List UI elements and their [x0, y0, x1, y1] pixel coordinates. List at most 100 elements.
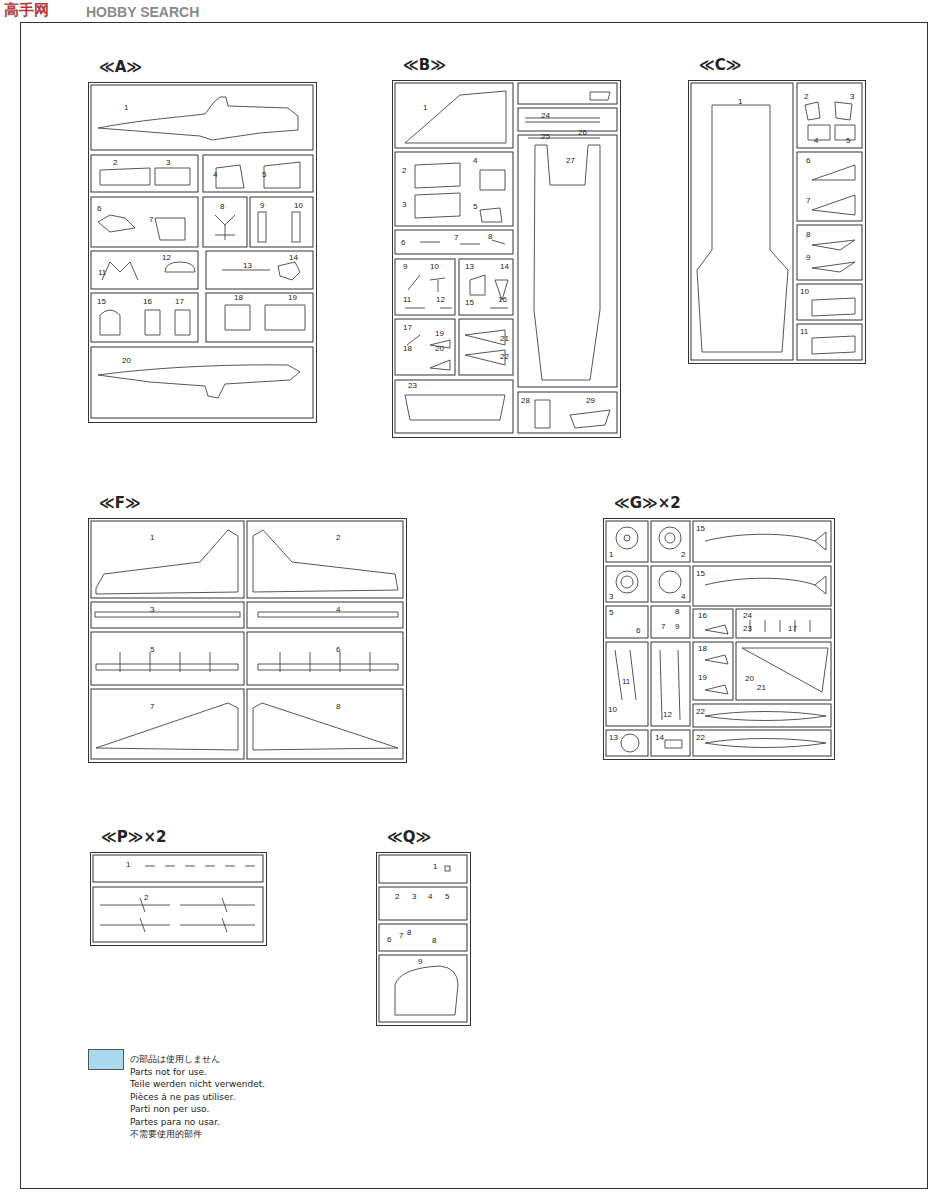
sprue-shape [216, 162, 300, 188]
sprue-shape [395, 230, 513, 254]
sprue-shape [247, 632, 403, 685]
part-number: 11 [622, 677, 630, 686]
part-number: 16 [143, 297, 152, 306]
part-number: 1 [609, 550, 613, 559]
sprue-shape [621, 576, 633, 588]
sprue-shape [621, 734, 639, 752]
part-number: 14 [655, 733, 664, 742]
sprue-letter: ≪B≫ [403, 56, 446, 74]
sprue-shape [395, 152, 513, 226]
sprue-shape [225, 305, 305, 330]
sprue-shape [91, 632, 244, 685]
watermark: HOBBY SEARCH [86, 4, 199, 20]
sprue-shape [445, 866, 450, 871]
sprue-shape [91, 293, 198, 342]
part-number: 7 [150, 702, 154, 711]
part-number: 27 [566, 156, 575, 165]
part-number: 3 [412, 892, 416, 901]
sprue-shape [91, 521, 244, 598]
sprue-shape [535, 400, 610, 428]
part-number: 6 [636, 626, 640, 635]
part-number: 17 [175, 297, 184, 306]
part-number: 1 [124, 103, 128, 112]
part-number: 9 [675, 622, 679, 631]
part-number: 1 [423, 103, 427, 112]
sprue-shape [96, 530, 238, 594]
sprue-shape [379, 855, 467, 883]
part-number: 5 [609, 608, 613, 617]
part-number: 5 [846, 136, 850, 145]
sprue-shape [812, 298, 855, 354]
sprue-shape [91, 155, 198, 192]
legend-text: Pièces á ne pas utiliser. [130, 1092, 235, 1103]
part-number: 11 [403, 295, 411, 304]
sprue-shape [465, 330, 505, 365]
sprue-shape [797, 284, 862, 320]
part-number: 2 [336, 533, 340, 542]
sprue-shape [258, 652, 398, 672]
sprue-shape [247, 689, 403, 759]
part-number: 2 [804, 92, 808, 101]
sprue-shape [91, 83, 862, 1022]
part-number: 4 [336, 605, 340, 614]
part-number: 16 [498, 295, 507, 304]
part-number: 14 [500, 262, 509, 271]
part-number: 12 [162, 253, 171, 262]
sprue-shape [624, 535, 630, 541]
part-number: 21 [757, 683, 766, 692]
part-number: 15 [696, 569, 705, 578]
part-number: 10 [800, 287, 809, 296]
sprue-shape [395, 380, 513, 433]
part-number: 13 [465, 262, 474, 271]
part-number: 8 [806, 230, 810, 239]
part-number: 18 [234, 293, 243, 302]
part-number: 24 [541, 111, 550, 120]
sprue-shape [797, 152, 862, 221]
legend-text: Teile werden nicht verwendet. [130, 1079, 265, 1090]
part-number: 9 [403, 262, 407, 271]
part-number: 20 [745, 674, 754, 683]
sprue-shape [203, 155, 313, 192]
part-number: 1 [126, 860, 130, 869]
part-number: 18 [698, 644, 707, 653]
sprue-shape [697, 105, 788, 352]
part-number: 4 [428, 892, 432, 901]
sprue-frame: ≪P≫×2 [90, 852, 267, 946]
part-number: 9 [418, 957, 422, 966]
legend-text: の部品は使用しません [130, 1054, 220, 1065]
legend-text: Parti non per uso. [130, 1104, 209, 1115]
part-number: 3 [850, 92, 854, 101]
sprue-frame: ≪A≫ [88, 82, 317, 423]
part-number: 19 [435, 329, 444, 338]
sprue-shape [805, 102, 855, 140]
sprue-shape [247, 602, 403, 628]
sprue-letter: ≪C≫ [699, 56, 741, 74]
part-number: 7 [661, 622, 665, 631]
sprue-shape [812, 240, 855, 272]
sprue-frame: ≪G≫×2 [603, 518, 835, 760]
part-number: 23 [408, 381, 417, 390]
legend-text: Parts not for use. [130, 1067, 207, 1078]
sprue-shape [616, 571, 638, 593]
part-number: 6 [806, 156, 810, 165]
part-number: 15 [97, 297, 106, 306]
part-number: 3 [402, 200, 406, 209]
sprue-shape [651, 566, 690, 602]
sprue-shape [606, 606, 648, 638]
part-number: 22 [500, 352, 509, 361]
part-number: 1 [150, 533, 154, 542]
sprue-shape [651, 730, 690, 756]
part-number: 22 [696, 707, 705, 716]
part-number: 8 [675, 607, 679, 616]
part-number: 7 [806, 196, 810, 205]
part-number: 4 [213, 170, 217, 179]
part-number: 1 [433, 862, 437, 871]
part-number: 12 [436, 295, 445, 304]
part-number: 6 [336, 645, 340, 654]
sprue-shape [797, 83, 862, 148]
sprue-shape [96, 703, 238, 750]
sprue-shape [659, 527, 681, 549]
sprue-shape [253, 703, 398, 750]
sprue-shape [206, 251, 313, 289]
sprue-shape [215, 215, 235, 240]
